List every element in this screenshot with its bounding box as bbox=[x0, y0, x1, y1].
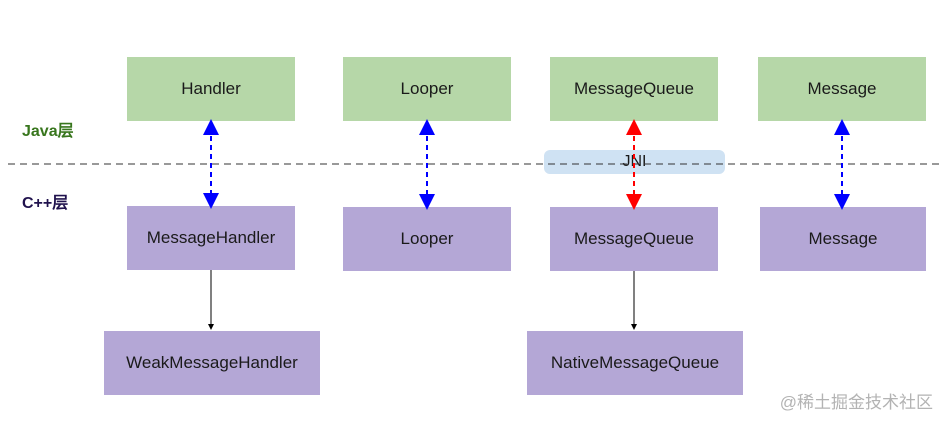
java-handler-box: Handler bbox=[127, 57, 295, 121]
java-looper-box: Looper bbox=[343, 57, 511, 121]
java-messagequeue-box: MessageQueue bbox=[550, 57, 718, 121]
cpp-messagequeue-box: MessageQueue bbox=[550, 207, 718, 271]
java-message-box: Message bbox=[758, 57, 926, 121]
cpp-looper-box: Looper bbox=[343, 207, 511, 271]
cpp-messagehandler-box: MessageHandler bbox=[127, 206, 295, 270]
cpp-weakmessagehandler-box: WeakMessageHandler bbox=[104, 331, 320, 395]
cpp-nativemessagequeue-box: NativeMessageQueue bbox=[527, 331, 743, 395]
watermark-text: @稀土掘金技术社区 bbox=[779, 393, 933, 412]
cpp-message-box: Message bbox=[760, 207, 926, 271]
cpp-layer-label: C++层 bbox=[22, 195, 69, 212]
java-layer-label: Java层 bbox=[22, 123, 74, 140]
